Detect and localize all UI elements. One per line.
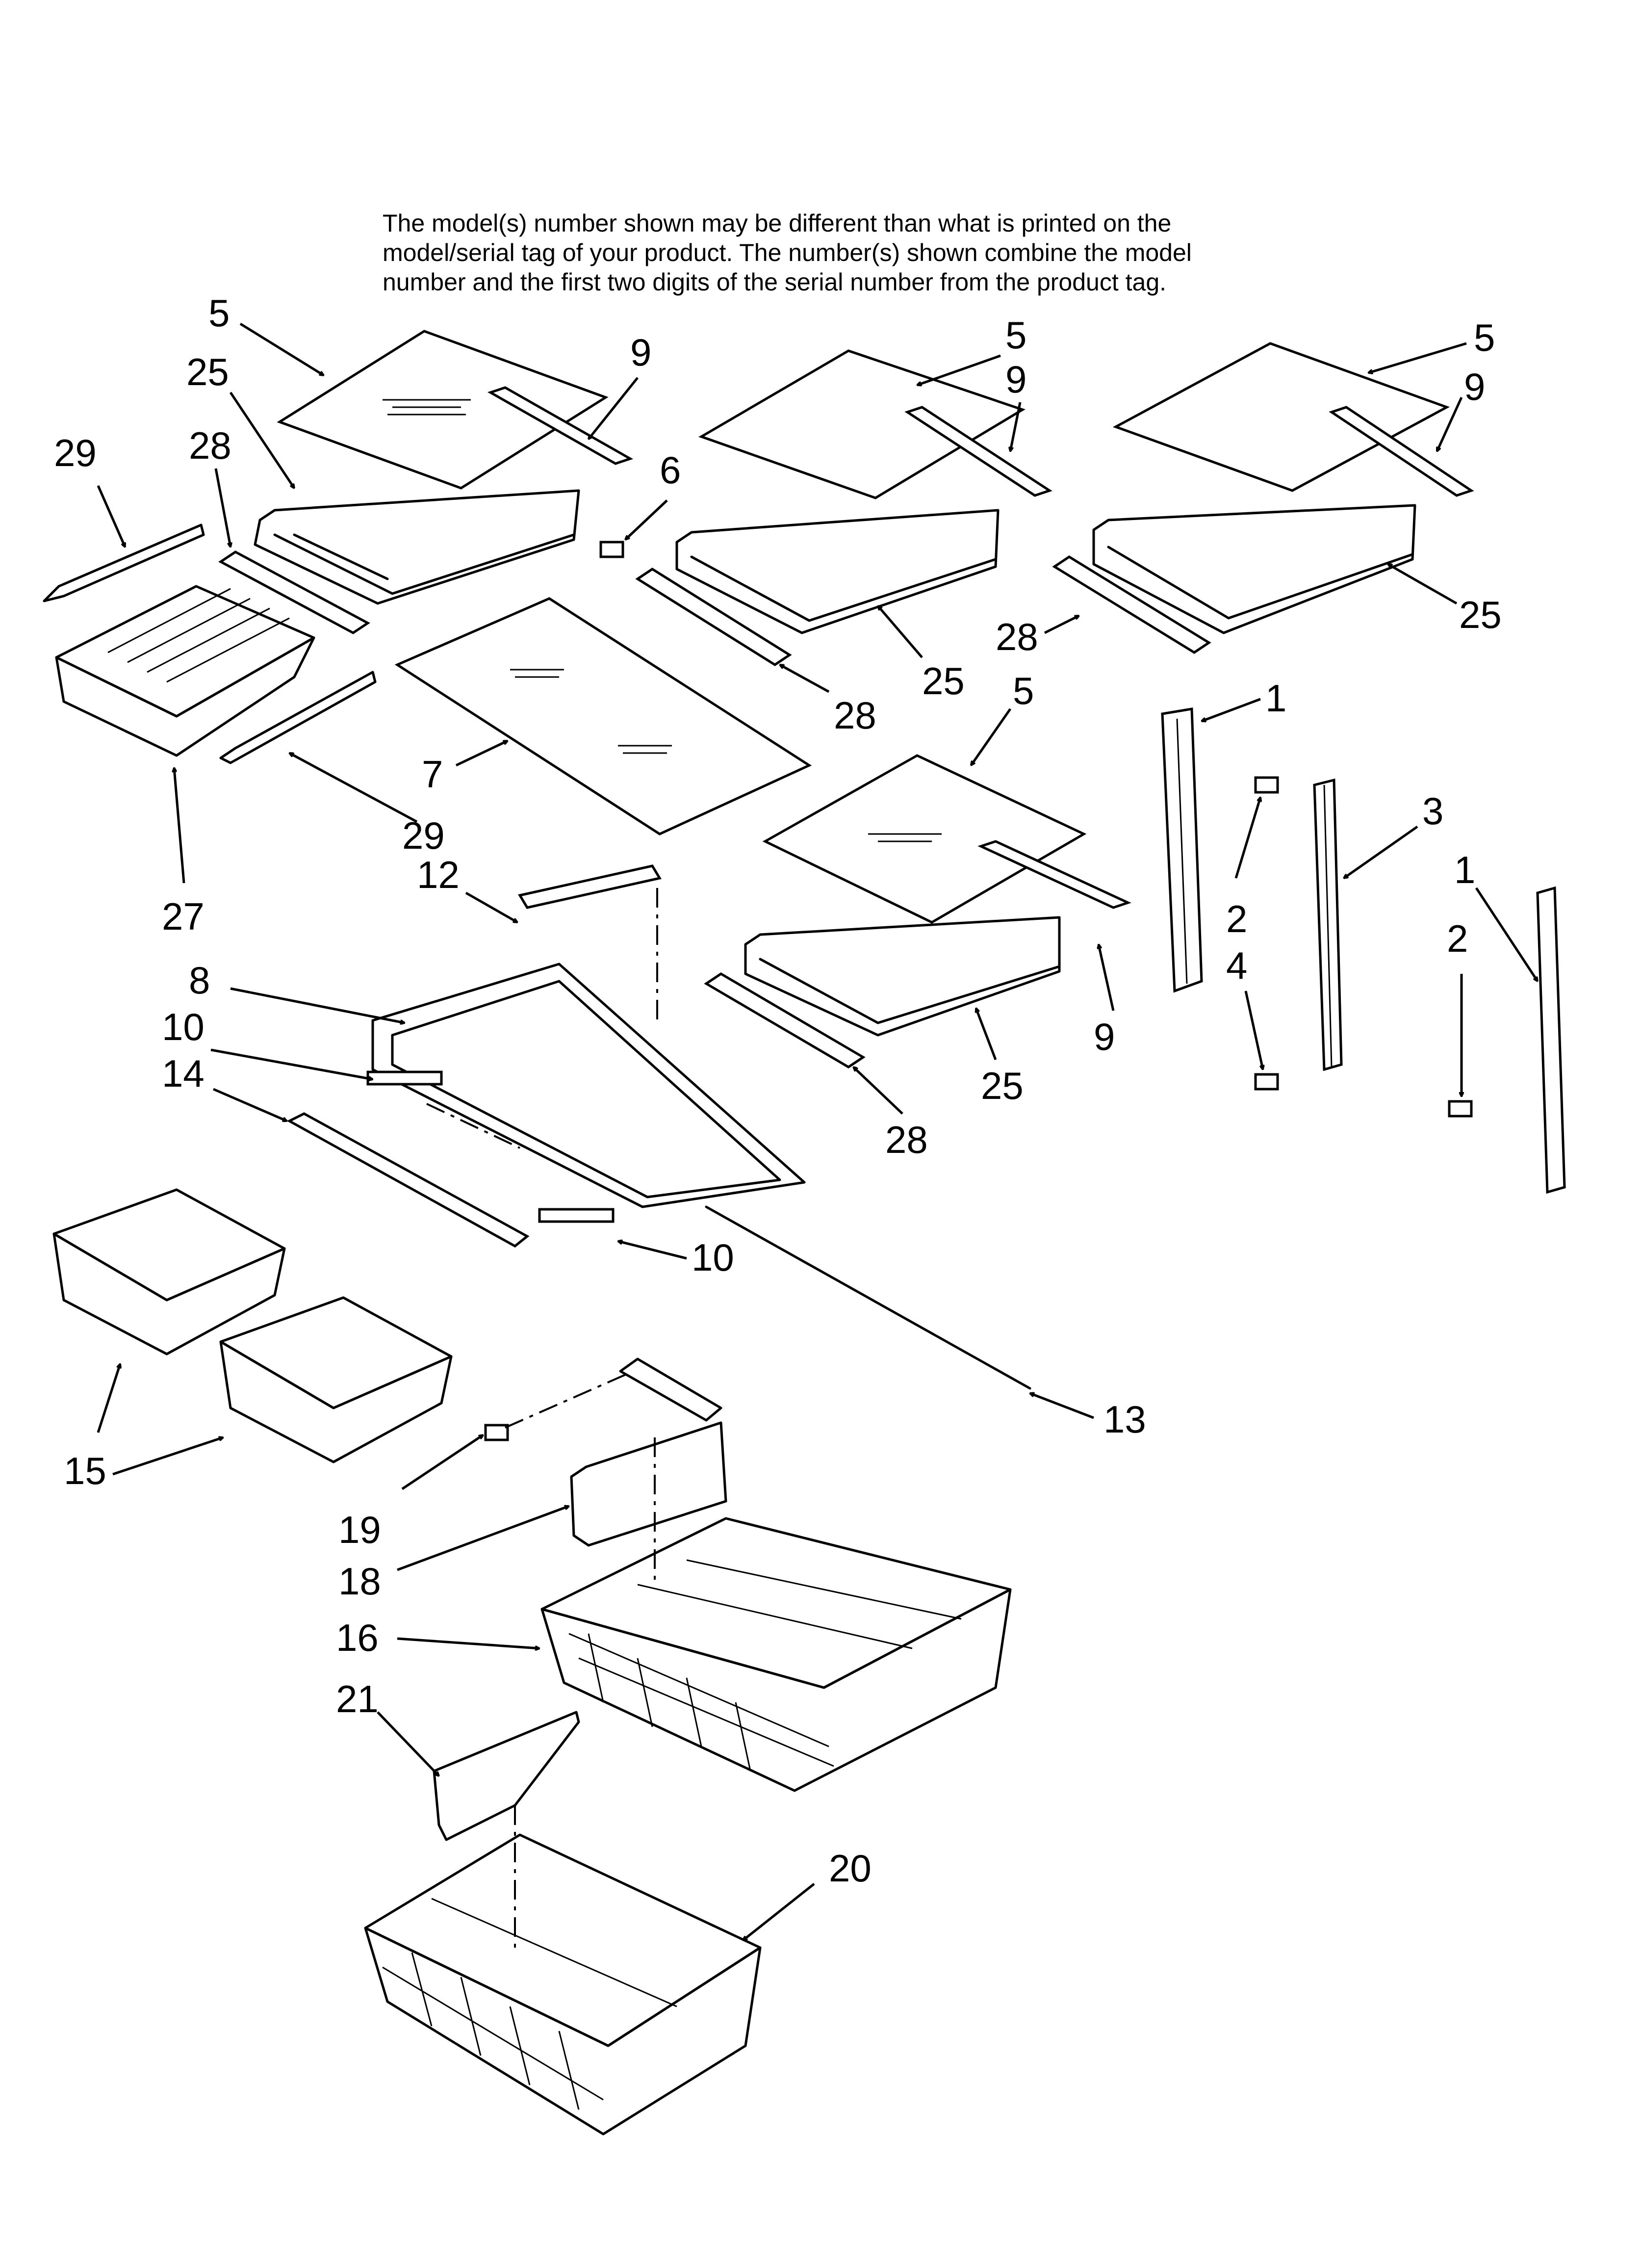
shelf-ladder-1: [1161, 707, 1203, 993]
callout-9-c: 9: [1464, 365, 1485, 408]
callout-5-b: 5: [1005, 313, 1026, 357]
callout-6: 6: [660, 448, 681, 492]
callout-29-b: 29: [402, 814, 445, 857]
rail-28a: [218, 550, 370, 634]
shelf-glass-1: [277, 330, 609, 490]
shelf-assembly-3: [1052, 342, 1474, 654]
screw-2b: [1448, 1100, 1473, 1118]
deli-pan-15a: [52, 1188, 286, 1356]
callout-29-a: 29: [54, 431, 97, 474]
clip-10a: [366, 1070, 443, 1086]
deli-pan-15b: [219, 1296, 453, 1463]
rail-28b: [635, 568, 792, 666]
notice-line-1: The model(s) number shown may be differe…: [383, 209, 1172, 237]
callout-13: 13: [1103, 1398, 1146, 1441]
shelf-ladder-3: [1313, 778, 1343, 1071]
divider-21: [433, 1711, 580, 1841]
callout-27: 27: [162, 895, 205, 938]
shelf-assembly-2: [635, 349, 1052, 666]
crisper-drawer-27: [43, 523, 377, 764]
rail-28d: [704, 972, 866, 1069]
shelf-ladder-1b: [1536, 886, 1566, 1194]
callout-5-c: 5: [1474, 316, 1495, 359]
callout-18: 18: [338, 1560, 381, 1603]
callout-28-d: 28: [885, 1118, 928, 1161]
callout-25-b: 25: [922, 659, 965, 703]
notice-line-3: number and the first two digits of the s…: [383, 268, 1167, 296]
notice-line-2: model/serial tag of your product. The nu…: [383, 239, 1192, 266]
shelf-assembly-1: [254, 330, 634, 605]
shelf-assembly-4: [704, 754, 1131, 1069]
callout-8: 8: [189, 959, 210, 1002]
callout-arrows: [97, 322, 1539, 1940]
shelf-rail-9a: [487, 386, 634, 465]
shelf-glass-7: [394, 597, 812, 835]
clip-10b: [538, 1208, 615, 1223]
callout-20: 20: [829, 1847, 872, 1890]
callout-16: 16: [336, 1616, 379, 1659]
deli-cover-12: [518, 864, 662, 909]
callout-3: 3: [1422, 789, 1443, 833]
screw-6: [599, 541, 624, 558]
shelf-glass-2: [698, 349, 1026, 499]
callout-15: 15: [64, 1449, 106, 1492]
callout-25-d: 25: [981, 1064, 1024, 1107]
callout-2-a: 2: [1226, 897, 1247, 940]
callout-1-b: 1: [1454, 848, 1475, 891]
callout-2-b: 2: [1447, 917, 1468, 960]
callout-10-a: 10: [162, 1005, 205, 1048]
screw-4: [1254, 1073, 1279, 1091]
shelf-glass-3: [1112, 342, 1450, 492]
callout-25-a: 25: [186, 350, 229, 393]
callout-5-a: 5: [208, 291, 230, 335]
callout-28-b: 28: [834, 694, 876, 737]
callout-7: 7: [422, 753, 443, 796]
rod-13: [705, 1205, 1031, 1390]
rail-28c: [1052, 555, 1211, 654]
diagram-notice: The model(s) number shown may be differe…: [383, 209, 1511, 297]
callout-9-d: 9: [1094, 1015, 1115, 1058]
callout-5-d: 5: [1013, 669, 1034, 712]
callout-21: 21: [336, 1677, 379, 1721]
callout-labels: 5 25 29 28 9 6 5 9 25 28 5 9 25 28 7 29 …: [54, 291, 1502, 1890]
callout-28-a: 28: [189, 424, 231, 467]
screw-19: [484, 1424, 509, 1441]
callout-9-b: 9: [1005, 358, 1026, 401]
deli-rail-14: [286, 1112, 530, 1248]
callout-25-c: 25: [1459, 593, 1502, 636]
callout-4: 4: [1226, 944, 1247, 987]
shelf-glass-4: [762, 754, 1087, 924]
wire-basket-16: [540, 1517, 1012, 1792]
deli-frame-8: [286, 864, 1031, 1390]
divider-18: [570, 1357, 727, 1547]
callout-9-a: 9: [630, 331, 651, 374]
callout-1-a: 1: [1265, 677, 1286, 720]
screw-2a: [1254, 776, 1279, 794]
callout-12: 12: [417, 853, 460, 896]
callout-28-c: 28: [996, 615, 1038, 658]
callout-14: 14: [162, 1052, 205, 1095]
callout-19: 19: [338, 1508, 381, 1551]
wire-basket-20: [364, 1833, 762, 2136]
callout-10-b: 10: [692, 1236, 734, 1279]
